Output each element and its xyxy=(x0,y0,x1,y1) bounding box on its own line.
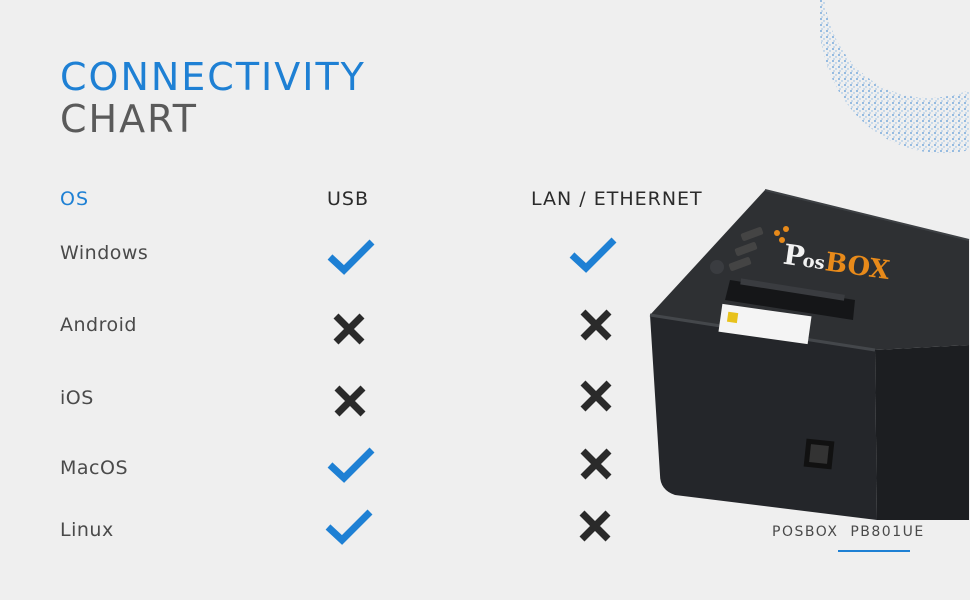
lan-mark-android xyxy=(578,307,614,343)
check-icon xyxy=(327,239,375,275)
check-icon xyxy=(327,447,375,483)
product-underline xyxy=(838,550,910,552)
title-line-2: CHART xyxy=(60,97,198,141)
svg-text:os: os xyxy=(801,250,826,274)
lan-mark-ios xyxy=(578,378,614,414)
cross-icon xyxy=(580,380,612,412)
usb-mark-android xyxy=(331,311,367,347)
usb-mark-windows xyxy=(326,237,376,277)
column-header-lan: LAN / ETHERNET xyxy=(531,188,703,210)
cross-icon xyxy=(580,448,612,480)
row-label-windows: Windows xyxy=(60,242,149,264)
page-title: CONNECTIVITY CHART xyxy=(60,58,366,138)
cross-icon xyxy=(579,510,611,542)
cross-icon xyxy=(334,385,366,417)
product-model: PB801UE xyxy=(850,524,925,540)
column-header-usb: USB xyxy=(327,188,370,210)
cross-icon xyxy=(333,313,365,345)
svg-text:P: P xyxy=(781,238,806,274)
lan-mark-windows xyxy=(568,235,618,275)
posbox-logo: P os BOX xyxy=(774,226,892,286)
check-icon xyxy=(325,509,373,545)
column-header-os: OS xyxy=(60,188,90,210)
product-brand: POSBOX xyxy=(772,524,839,540)
decorative-arc xyxy=(820,0,970,154)
lan-mark-linux xyxy=(577,508,613,544)
title-line-1: CONNECTIVITY xyxy=(60,55,366,99)
cross-icon xyxy=(580,309,612,341)
usb-mark-macos xyxy=(326,445,376,485)
row-label-macos: MacOS xyxy=(60,457,128,479)
row-label-ios: iOS xyxy=(60,387,94,409)
row-label-linux: Linux xyxy=(60,519,114,541)
usb-mark-linux xyxy=(324,507,374,547)
row-label-android: Android xyxy=(60,314,137,336)
product-name: POSBOX PB801UE xyxy=(772,524,925,540)
check-icon xyxy=(569,237,617,273)
printer-image: P os BOX xyxy=(649,189,970,520)
usb-mark-ios xyxy=(332,383,368,419)
lan-mark-macos xyxy=(578,446,614,482)
